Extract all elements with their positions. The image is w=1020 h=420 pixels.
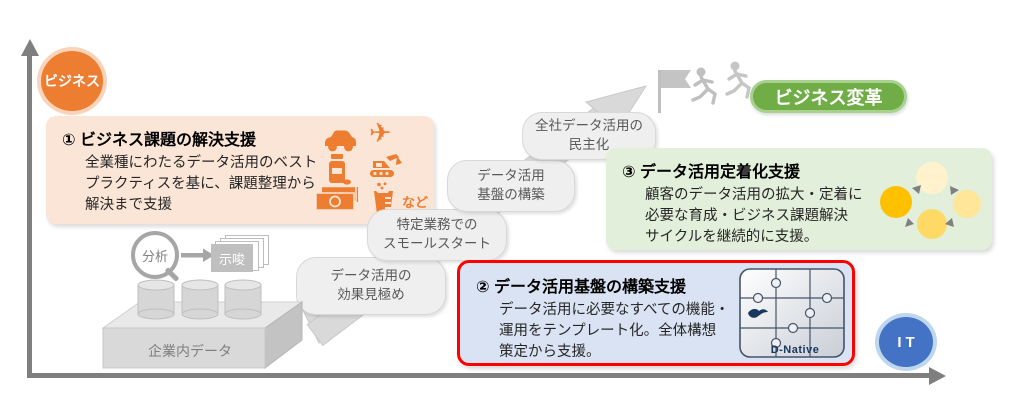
business-transformation-badge: ビジネス変革	[750, 80, 907, 113]
support-box-1: ① ビジネス課題の解決支援 全業種にわたるデータ活用のベスト プラクティスを基に…	[46, 116, 434, 224]
journey-step-1-line1: データ活用の	[330, 268, 412, 284]
cycle-icon	[880, 162, 981, 239]
journey-step-4-line2: 民主化	[568, 137, 610, 152]
insight-front-sheet: 示唆	[211, 244, 253, 272]
support-box-2-line1: データ活用に必要なすべての機能・	[499, 302, 730, 318]
database-cylinder-icon	[137, 279, 175, 320]
support-box-2-title: ② データ活用基盤の構築支援	[476, 279, 686, 296]
insight-papers-icon: 示唆	[211, 235, 269, 277]
business-axis-badge: ビジネス	[41, 51, 103, 111]
database-cylinder-icon	[224, 279, 262, 320]
dnative-logo-text: D-Native	[770, 344, 820, 356]
support-box-2-highlighted: ② データ活用基盤の構築支援 データ活用に必要なすべての機能・ 運用をテンプレー…	[457, 260, 855, 366]
journey-step-4-line1: 全社データ活用の	[535, 118, 643, 134]
beaker-icon	[374, 182, 393, 214]
support-box-2-line3: 策定から支援。	[499, 344, 601, 360]
database-cylinder-icon	[181, 279, 219, 320]
horizontal-axis	[27, 373, 930, 378]
industry-icons-group: ✈	[315, 118, 434, 222]
it-axis-label: IT	[897, 333, 919, 351]
swallow-logo-icon	[748, 308, 768, 318]
journey-step-3: データ活用 基盤の構築	[447, 160, 575, 212]
medicine-bottle-icon	[329, 154, 351, 185]
support-box-1-title: ① ビジネス課題の解決支援	[62, 132, 256, 149]
journey-step-2-line2: スモールスタート	[383, 236, 491, 251]
insight-label: 示唆	[218, 251, 245, 267]
goal-illustration	[658, 61, 751, 113]
runner-icon	[691, 67, 717, 105]
journey-step-3-line2: 基盤の構築	[477, 187, 545, 202]
airplane-icon: ✈	[369, 118, 392, 149]
journey-step-1: データ活用の 効果見極め	[296, 257, 446, 315]
horizontal-axis-arrow-icon	[929, 367, 946, 385]
journey-step-1-line2: 効果見極め	[337, 287, 405, 302]
enterprise-data-label: 企業内データ	[148, 343, 232, 359]
puzzle-template-icon	[739, 268, 845, 358]
support-box-1-line2: プラクティスを基に、課題整理から	[85, 176, 316, 192]
excavator-icon	[370, 154, 402, 177]
it-axis-badge: IT	[879, 317, 933, 367]
business-axis-label: ビジネス	[44, 73, 100, 89]
journey-step-3-line1: データ活用	[477, 168, 545, 184]
support-box-3: ③ データ活用定着化支援 顧客のデータ活用の拡大・定着に 必要な育成・ビジネス課…	[606, 148, 992, 250]
journey-step-2-line1: 特定業務での	[396, 217, 478, 233]
car-icon	[325, 130, 356, 152]
vertical-axis	[27, 54, 32, 376]
journey-step-2: 特定業務での スモールスタート	[367, 209, 507, 261]
vertical-axis-arrow-icon	[21, 39, 39, 56]
analysis-to-insight-arrow-icon	[181, 248, 214, 262]
support-box-1-line1: 全業種にわたるデータ活用のベスト	[85, 155, 318, 171]
support-box-1-line3: 解決まで支援	[85, 197, 172, 213]
flag-icon	[658, 70, 691, 113]
enterprise-data-platform	[101, 279, 304, 370]
runner-icon	[725, 61, 751, 99]
analysis-label: 分析	[141, 248, 168, 264]
support-box-3-line3: サイクルを継続的に支援。	[645, 229, 819, 245]
support-box-3-title: ③ データ活用定着化支援	[622, 164, 800, 181]
support-box-3-line1: 顧客のデータ活用の拡大・定着に	[645, 187, 863, 203]
etc-label: など	[402, 195, 429, 210]
banknotes-icon	[315, 186, 358, 211]
support-box-3-line2: 必要な育成・ビジネス課題解決	[645, 208, 848, 224]
support-box-2-line2: 運用をテンプレート化。全体構想	[499, 323, 717, 339]
business-transformation-label: ビジネス変革	[774, 87, 883, 108]
dnative-logo	[748, 308, 768, 318]
